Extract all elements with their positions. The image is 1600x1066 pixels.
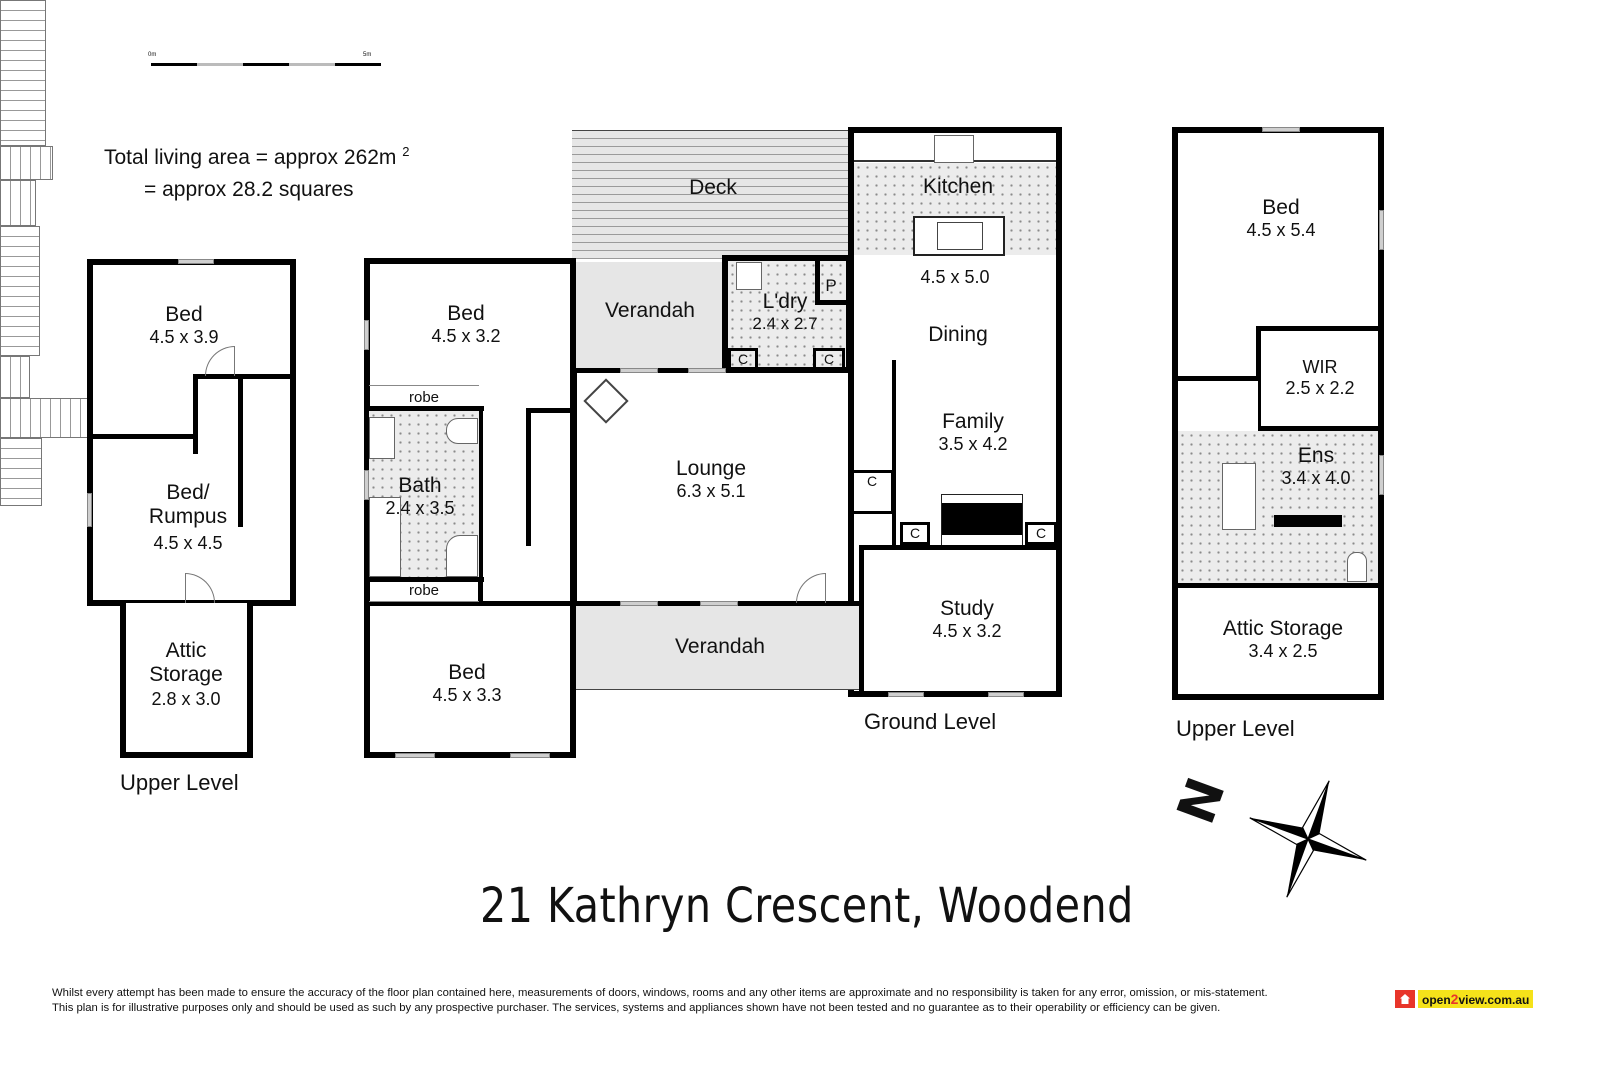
window bbox=[700, 601, 738, 606]
logo-text: open2view.com.au bbox=[1418, 990, 1534, 1008]
open2view-logo[interactable]: open2view.com.au bbox=[1395, 990, 1534, 1008]
stairs bbox=[0, 0, 46, 146]
room-upper-left-attic: Attic Storage 2.8 x 3.0 bbox=[149, 639, 223, 710]
bathtub-icon bbox=[1222, 463, 1256, 530]
room-kitchen: Kitchen bbox=[922, 175, 994, 198]
window bbox=[1379, 455, 1384, 495]
robe-2 bbox=[369, 582, 479, 602]
toilet-icon bbox=[446, 418, 478, 444]
upper-left-attic-outline bbox=[120, 603, 253, 758]
room-family: Family 3.5 x 4.2 bbox=[938, 410, 1008, 455]
area-line1: Total living area = approx 262m bbox=[104, 146, 397, 169]
cupboard: C bbox=[728, 348, 758, 370]
room-upper-right-bed: Bed 4.5 x 5.4 bbox=[1246, 196, 1316, 241]
room-wir: WIR 2.5 x 2.2 bbox=[1285, 357, 1355, 398]
room-verandah-rear: Verandah bbox=[605, 299, 695, 322]
property-address: 21 Kathryn Crescent, Woodend bbox=[480, 878, 1134, 934]
side-steps bbox=[0, 180, 36, 226]
area-line2: = approx 28.2 squares bbox=[144, 178, 354, 201]
window bbox=[178, 259, 214, 264]
room-verandah-front: Verandah bbox=[675, 635, 765, 658]
cupboard: C bbox=[900, 522, 930, 545]
disclaimer: Whilst every attempt has been made to en… bbox=[52, 986, 1392, 1016]
front-verandah-area bbox=[576, 606, 859, 690]
fireplace-icon bbox=[941, 494, 1023, 546]
robe-1 bbox=[369, 385, 479, 407]
window bbox=[510, 753, 550, 758]
scale-end-label: 5m bbox=[363, 52, 372, 58]
front-steps bbox=[0, 398, 95, 438]
level-label-upper-left: Upper Level bbox=[120, 770, 239, 795]
window bbox=[1379, 210, 1384, 250]
scale-start-label: 0m bbox=[148, 52, 157, 58]
window bbox=[620, 601, 658, 606]
window bbox=[364, 470, 369, 500]
window bbox=[688, 368, 726, 373]
house-icon bbox=[1395, 990, 1415, 1008]
basin-icon bbox=[369, 417, 395, 459]
ground-level-plan: Deck Bed 4.5 x 3.2 robe Bath 2.4 x 3.5 r… bbox=[0, 127, 1600, 758]
entry-steps bbox=[0, 146, 53, 180]
kitchen-island bbox=[913, 216, 1005, 256]
shower-icon bbox=[446, 535, 478, 577]
heater-icon bbox=[583, 378, 629, 424]
sink-icon bbox=[937, 222, 983, 250]
window bbox=[620, 368, 658, 373]
laundry-tub-icon bbox=[736, 262, 762, 290]
room-study: Study 4.5 x 3.2 bbox=[932, 597, 1002, 642]
cupboard: C bbox=[1025, 522, 1057, 545]
room-upper-right-attic: Attic Storage 3.4 x 2.5 bbox=[1222, 617, 1344, 662]
window bbox=[988, 692, 1024, 697]
stairs bbox=[0, 356, 30, 398]
level-label-upper-right: Upper Level bbox=[1176, 716, 1295, 741]
living-area-summary: Total living area = approx 262m 2 = appr… bbox=[104, 136, 410, 206]
room-upper-left-rumpus: Bed/ Rumpus 4.5 x 4.5 bbox=[148, 481, 228, 554]
stairs bbox=[0, 226, 40, 356]
upper-level-right-plan: Bed 4.5 x 5.4 WIR 2.5 x 2.2 Ens 3.4 x 4.… bbox=[0, 127, 1600, 741]
ensuite-floor bbox=[1178, 431, 1378, 583]
room-kitchen-dim: 4.5 x 5.0 bbox=[920, 267, 990, 287]
cupboard: C bbox=[813, 348, 845, 370]
kitchen-floor bbox=[854, 163, 1056, 255]
door-swing bbox=[796, 573, 826, 603]
cupboard: C bbox=[850, 470, 894, 514]
disclaimer-line2: This plan is for illustrative purposes o… bbox=[52, 1002, 1221, 1014]
window bbox=[888, 692, 924, 697]
area-superscript: 2 bbox=[402, 144, 410, 159]
room-pantry: P bbox=[825, 276, 837, 295]
room-ground-bed1: Bed 4.5 x 3.2 bbox=[431, 302, 501, 347]
compass-star-icon bbox=[1249, 780, 1367, 898]
toilet-icon bbox=[1347, 552, 1367, 582]
room-robe-1: robe bbox=[408, 389, 440, 406]
rear-verandah-area bbox=[576, 262, 724, 368]
room-robe-2: robe bbox=[408, 582, 440, 599]
room-deck: Deck bbox=[689, 176, 737, 199]
room-laundry: L'dry 2.4 x 2.7 bbox=[752, 290, 818, 334]
level-label-ground: Ground Level bbox=[864, 709, 997, 734]
room-ground-bed2: Bed 4.5 x 3.3 bbox=[432, 661, 502, 706]
window bbox=[87, 493, 92, 527]
window bbox=[364, 320, 369, 350]
window bbox=[395, 753, 435, 758]
window bbox=[1262, 127, 1300, 132]
north-letter-icon: N bbox=[1166, 770, 1238, 832]
deck-area bbox=[572, 130, 852, 259]
stairs bbox=[0, 438, 42, 506]
disclaimer-line1: Whilst every attempt has been made to en… bbox=[52, 987, 1268, 999]
room-dining: Dining bbox=[928, 323, 988, 346]
upper-level-left-plan: Bed 4.5 x 3.9 Bed/ Rumpus 4.5 x 4.5 Atti… bbox=[0, 0, 1600, 795]
room-upper-left-bed: Bed 4.5 x 3.9 bbox=[149, 303, 219, 348]
room-bath: Bath 2.4 x 3.5 bbox=[385, 474, 455, 519]
room-ensuite: Ens 3.4 x 4.0 bbox=[1281, 444, 1351, 489]
cooktop-icon bbox=[934, 135, 974, 163]
bathtub-icon bbox=[369, 497, 401, 577]
room-lounge: Lounge 6.3 x 5.1 bbox=[675, 457, 747, 502]
vanity-icon bbox=[1274, 515, 1342, 527]
